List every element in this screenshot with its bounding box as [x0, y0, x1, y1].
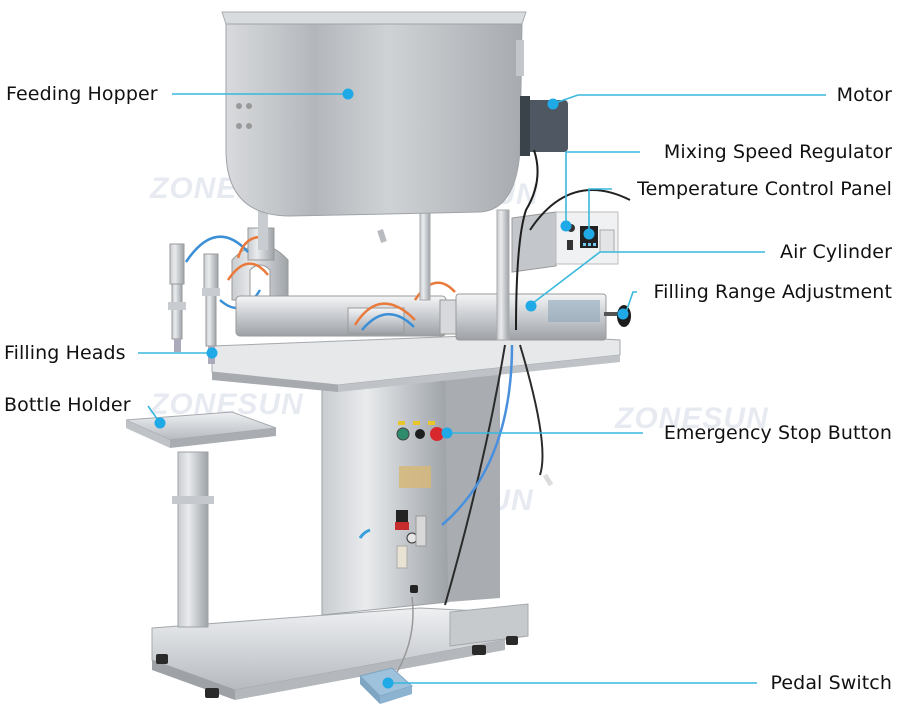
label-filling-range-adjustment: Filling Range Adjustment [653, 281, 892, 303]
label-bottle-holder: Bottle Holder [4, 394, 131, 416]
label-mixing-speed-regulator: Mixing Speed Regulator [663, 141, 892, 163]
cables [358, 344, 554, 673]
label-temperature-control-panel: Temperature Control Panel [637, 178, 892, 200]
motor-unit [515, 96, 568, 331]
bottle-holder-stand [125, 411, 277, 628]
hopper-support [258, 209, 510, 341]
hopper [221, 11, 527, 217]
label-air-cylinder: Air Cylinder [780, 241, 892, 263]
pedal [359, 667, 413, 704]
base-frame [151, 603, 529, 700]
machine-table [211, 333, 621, 392]
label-pedal-switch: Pedal Switch [770, 672, 892, 694]
label-motor: Motor [836, 84, 892, 106]
callout-lines [138, 93, 826, 684]
label-filling-heads: Filling Heads [4, 342, 126, 364]
callout-dots [154, 88, 629, 689]
central-column [321, 364, 500, 616]
watermark: ZONESUN [615, 402, 769, 435]
label-emergency-stop-button: Emergency Stop Button [663, 422, 892, 444]
label-feeding-hopper: Feeding Hopper [6, 83, 158, 105]
cylinders [235, 281, 631, 341]
